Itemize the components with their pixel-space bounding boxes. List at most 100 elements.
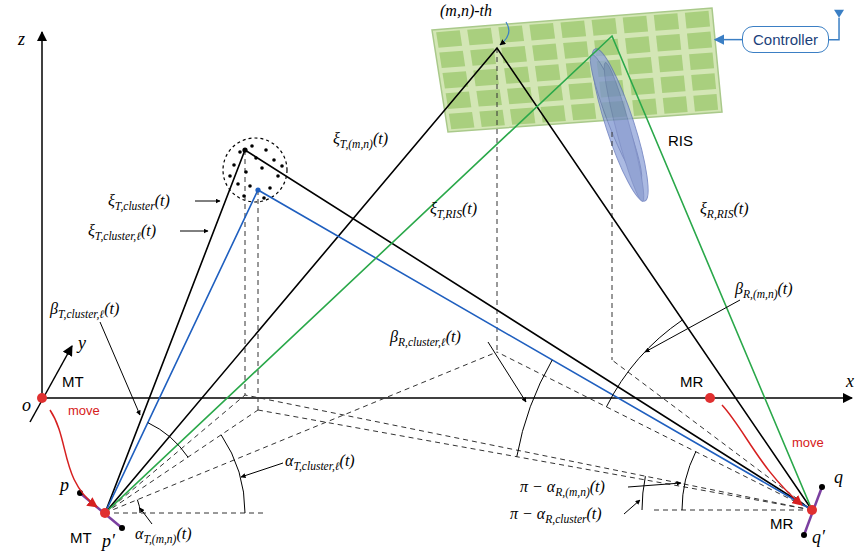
ris-element	[693, 94, 718, 111]
ris-element	[658, 55, 683, 73]
figure-line	[105, 410, 258, 513]
distance-label: ξT,cluster(t)	[108, 192, 170, 210]
ris-element	[504, 66, 530, 83]
symbol-subscript: T,(m,n)	[143, 533, 176, 545]
angle-arc	[682, 452, 696, 510]
leader-line	[628, 483, 681, 487]
symbol-letter: ξ	[700, 200, 707, 217]
ris-element	[691, 73, 716, 91]
leader-line	[140, 508, 152, 524]
scatterer	[264, 148, 268, 152]
figure-line	[497, 48, 498, 352]
element-label: (m,n)-th	[440, 2, 492, 20]
figure-polyline	[105, 150, 812, 513]
symbol-argument: (t)	[141, 222, 156, 239]
figure-polyline	[105, 48, 812, 513]
ris-element	[470, 48, 496, 65]
figure-circle	[119, 525, 125, 531]
distance-label: ξT,RIS(t)	[430, 200, 477, 218]
symbol-subscript: T,cluster,ℓ	[95, 230, 141, 242]
controller-box: Controller	[742, 26, 829, 53]
figure-line	[258, 410, 812, 510]
origin-label: o	[22, 396, 31, 416]
leader-line	[488, 342, 526, 402]
figure-ellipse	[599, 61, 650, 204]
ris-element	[661, 75, 686, 92]
ris-element	[535, 64, 560, 81]
leader-line	[500, 22, 509, 45]
axis-label: x	[846, 372, 854, 392]
axis-label: z	[18, 30, 25, 50]
symbol-argument: (t)	[340, 452, 355, 469]
ris-element	[479, 110, 504, 127]
figure-polyline	[105, 36, 812, 513]
angle-arc	[137, 500, 140, 513]
ris-element	[439, 51, 465, 68]
figure-line	[105, 395, 245, 513]
figure-circle	[801, 532, 807, 538]
scatterer	[268, 186, 272, 190]
symbol-argument: (t)	[373, 130, 388, 147]
symbol-argument: (t)	[778, 280, 793, 297]
symbol-subscript: R,(m,n)	[555, 486, 590, 498]
terminal-label: MR	[680, 374, 703, 391]
ris-element	[476, 89, 502, 106]
angle-label: βR,cluster,ℓ(t)	[390, 328, 461, 346]
angle-arc	[517, 360, 552, 457]
ris-element	[623, 16, 648, 34]
ris-element	[656, 34, 681, 52]
scatterer	[276, 174, 280, 178]
symbol-letter: β	[50, 300, 58, 317]
angle-label: αT,cluster,ℓ(t)	[285, 452, 355, 470]
scatterer	[236, 182, 240, 186]
ris-element	[654, 13, 679, 31]
figure-circle	[807, 505, 817, 515]
symbol-subscript: R,(m,n)	[743, 288, 778, 300]
ris-element	[529, 23, 555, 40]
scatterer	[242, 194, 246, 198]
ris-element	[568, 82, 593, 99]
symbol-argument: (t)	[586, 505, 601, 522]
ris-element	[627, 57, 652, 74]
figure-line	[105, 513, 265, 514]
terminal-label: MT	[70, 530, 92, 547]
symbol-subscript: R,cluster	[545, 513, 586, 525]
array-end-label: q	[834, 468, 843, 488]
symbol-subscript: T,(m,n)	[340, 138, 373, 150]
move-arrow	[722, 405, 802, 505]
angle-arc	[642, 476, 645, 510]
figure-line	[245, 150, 246, 395]
symbol-prefix: π −	[520, 478, 547, 495]
propagation-paths	[105, 36, 812, 513]
scatterer	[272, 158, 276, 162]
scatterer	[244, 170, 248, 174]
angle-arcs	[100, 10, 844, 524]
antenna-feed	[829, 18, 839, 40]
symbol-argument: (t)	[733, 200, 748, 217]
symbol-subscript: T,RIS	[437, 208, 462, 220]
ris-element	[592, 18, 617, 36]
ris-element	[689, 52, 714, 70]
array-end-label: p	[60, 476, 69, 496]
symbol-letter: ξ	[88, 222, 95, 239]
move-label: move	[792, 436, 824, 450]
symbol-argument: (t)	[176, 525, 191, 542]
figure-ellipse	[582, 45, 658, 206]
symbol-letter: ξ	[333, 130, 340, 147]
symbol-letter: α	[135, 525, 143, 542]
distance-label: ξT,cluster,ℓ(t)	[88, 222, 156, 240]
array-end-label: p′	[102, 532, 115, 552]
ris-panel: RIS	[432, 8, 715, 132]
ris-element	[687, 32, 712, 50]
symbol-argument: (t)	[590, 478, 605, 495]
ris-element	[685, 11, 710, 29]
terminal-dots	[37, 393, 817, 518]
figure-circle	[37, 393, 47, 403]
scatterer	[260, 166, 264, 170]
ris-element	[563, 41, 588, 58]
distance-label: ξR,RIS(t)	[700, 200, 749, 218]
figure-line	[105, 352, 497, 513]
control-link	[715, 39, 742, 41]
